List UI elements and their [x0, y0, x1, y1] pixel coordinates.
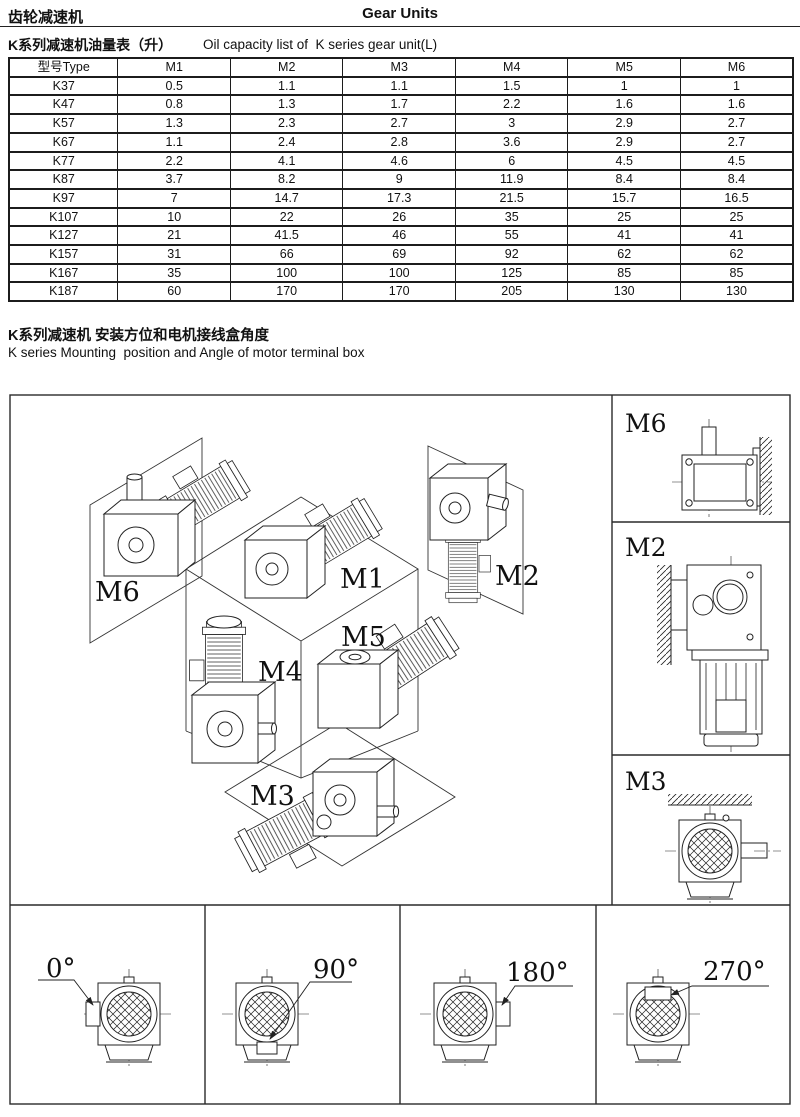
oil-value-cell: 0.8	[117, 94, 231, 116]
mounting-heading-zh: K系列减速机 安装方位和电机接线盒角度	[8, 328, 269, 344]
gearmotor-m1	[243, 483, 385, 600]
iso-label-m6: M6	[95, 577, 140, 608]
ceiling-hatch	[668, 794, 752, 805]
oil-table-caption-zh: K系列减速机油量表（升）	[8, 37, 173, 53]
terminal-box-180	[495, 1001, 511, 1027]
angle-label-180: 180°	[506, 958, 569, 988]
leader-0	[38, 979, 94, 1006]
angle-label-270: 270°	[703, 957, 766, 987]
column-header: M4	[454, 57, 569, 78]
page-title-en: Gear Units	[362, 5, 438, 22]
iso-label-m4: M4	[258, 657, 303, 688]
iso-label-m1: M1	[340, 564, 385, 595]
terminal-box-0	[85, 1001, 101, 1027]
terminal-box-90	[256, 1041, 278, 1055]
gearmotor-m2	[428, 462, 509, 604]
panel-label-m2: M2	[625, 533, 667, 562]
leader-90	[269, 981, 352, 1040]
leader-270	[670, 985, 769, 996]
panel-m6-cell: M6	[625, 409, 772, 517]
panel-m2-cell: M2	[625, 533, 769, 752]
gearmotor-m3	[232, 757, 400, 888]
panel-label-m3: M3	[625, 767, 667, 796]
header-rule	[0, 26, 800, 27]
diagram-frame	[9, 394, 791, 1105]
iso-mounting-panel: M6 M1 M2 M4 M5 M3	[89, 437, 540, 888]
oil-value-cell: 46	[342, 225, 456, 247]
leader-180	[501, 985, 573, 1006]
oil-value-cell: 170	[342, 281, 456, 303]
iso-label-m3: M3	[250, 781, 295, 812]
oil-value-cell: 170	[229, 281, 344, 303]
angle-label-0: 0°	[46, 954, 76, 984]
wall-hatch	[760, 437, 772, 515]
iso-label-m5: M5	[341, 622, 386, 653]
gearmotor-m5	[316, 601, 462, 730]
page-title-zh: 齿轮减速机	[8, 9, 84, 26]
model-cell: K187	[8, 281, 119, 303]
panel-label-m6: M6	[625, 409, 667, 438]
gearmotor-m6	[102, 445, 253, 578]
mounting-heading-en: K series Mounting position and Angle of …	[8, 345, 365, 360]
panel-m3-cell: M3	[625, 767, 781, 904]
oil-value-cell: 130	[567, 281, 681, 303]
terminal-box-angle-cells: 0° 90° 180° 270°	[38, 954, 769, 1067]
wall-hatch	[657, 565, 671, 665]
oil-value-cell: 60	[117, 281, 231, 303]
oil-value-cell: 130	[679, 281, 794, 303]
oil-table-caption-en: Oil capacity list of K series gear unit(…	[203, 37, 438, 52]
oil-value-cell: 205	[454, 281, 569, 303]
model-cell: K127	[8, 225, 119, 247]
oil-value-cell: 4.6	[342, 150, 456, 172]
angle-label-90: 90°	[313, 955, 359, 985]
terminal-box-270	[644, 986, 672, 1001]
gearmotor-m4	[189, 615, 277, 765]
iso-label-m2: M2	[495, 561, 540, 592]
